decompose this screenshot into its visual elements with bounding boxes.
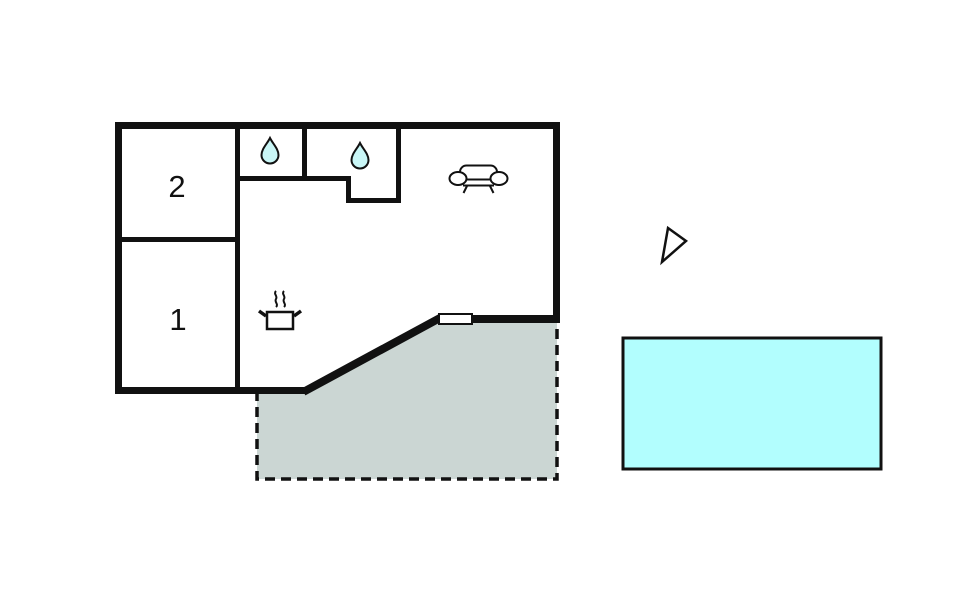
wall-bathroom2-step-bottom bbox=[346, 198, 401, 203]
pool bbox=[621, 336, 883, 471]
north-arrow-icon bbox=[660, 225, 689, 266]
sofa-icon bbox=[448, 164, 509, 194]
wall-bathroom2-step-vertical bbox=[346, 176, 351, 203]
wall-terrace-top bbox=[437, 315, 560, 323]
wall-right bbox=[553, 122, 560, 323]
wall-top bbox=[115, 122, 560, 129]
room-label: 2 bbox=[168, 169, 185, 204]
wall-bathroom-divider bbox=[302, 122, 307, 181]
terrace-door bbox=[438, 313, 473, 325]
wall-bathroom1-bottom bbox=[235, 176, 351, 181]
terrace-dashed-border bbox=[255, 323, 559, 481]
wall-core-vertical bbox=[235, 122, 240, 394]
terrace-area bbox=[257, 318, 557, 479]
house-walls bbox=[115, 122, 560, 396]
water-drop-icon bbox=[260, 135, 280, 165]
wall-rooms-divider bbox=[115, 237, 240, 242]
wall-bathroom2-right bbox=[396, 122, 401, 203]
room-label: 1 bbox=[169, 302, 186, 337]
wall-left bbox=[115, 122, 122, 394]
water-drop-icon bbox=[350, 140, 370, 170]
cooking-pot-icon bbox=[257, 290, 303, 331]
wall-bottom bbox=[115, 387, 307, 394]
wall-diagonal bbox=[301, 313, 444, 396]
